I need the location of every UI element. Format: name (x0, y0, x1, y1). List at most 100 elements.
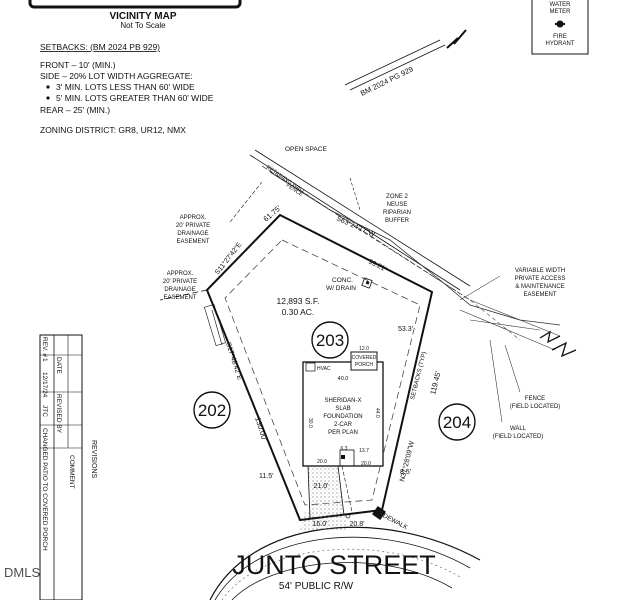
setback-side-b: 5' MIN. LOTS GREATER THAN 60' WIDE (56, 93, 214, 103)
drainage-1-line-4: EASEMENT (176, 239, 209, 245)
concrete-drain: CONC. W/ DRAIN (326, 277, 373, 292)
rev-by: JTC (41, 405, 48, 417)
house-line-5: PER PLAN (328, 430, 358, 436)
setback-front: FRONT – 10' (MIN.) (40, 60, 116, 70)
bearing-top-short: 61.75' (262, 203, 284, 223)
street-name: JUNTO STREET (232, 550, 436, 580)
porch-line-2: PORCH (355, 362, 373, 368)
drainage-2-line-1: APPROX. (167, 271, 194, 277)
open-space-label: OPEN SPACE (285, 146, 327, 153)
zone2-line-2: NEUSE (387, 202, 408, 208)
setback-rear: REAR – 25' (MIN.) (40, 105, 110, 115)
lot-202-number: 202 (198, 401, 226, 420)
legend-water-2: METER (550, 9, 572, 15)
legend-hydrant-1: FIRE (553, 34, 567, 40)
revisions-title: REVISIONS (90, 440, 97, 478)
legend-box: WATER METER FIRE HYDRANT (531, 0, 589, 55)
bearing-right-distance: 119.45' (428, 370, 443, 396)
bm-reference: BM 2024 PG 929 (344, 29, 467, 98)
dim-20-8: 20.8' (350, 521, 365, 528)
drainage-1-line-3: DRAINAGE (177, 231, 208, 237)
rev-header-num: REV. # (41, 337, 48, 357)
driveway: 21.0' (307, 465, 353, 519)
drain-icon (361, 277, 373, 289)
rev-num: 1 (41, 358, 48, 362)
access-line-2: PRIVATE ACCESS (515, 276, 566, 282)
dim-6-3: 6.3 (341, 446, 348, 452)
dim-11-5: 11.5' (259, 473, 273, 480)
setback-notes: SETBACKS: (BM 2024 PB 929) FRONT – 10' (… (40, 42, 214, 135)
lot-area-sf: 12,893 S.F. (276, 296, 319, 306)
fence-field-label: FENCE (FIELD LOCATED) (504, 344, 561, 410)
dim-53-3: 53.3' (398, 326, 413, 333)
covered-porch (350, 351, 378, 371)
drainage-1-line-1: APPROX. (180, 215, 207, 221)
drainage-easement-label-1: APPROX. 20' PRIVATE DRAINAGE EASEMENT (176, 215, 210, 245)
house-line-1: SHERIDAN-X (324, 398, 361, 404)
bearing-top-distance: 99.21' (367, 259, 387, 274)
revisions-block: REVISIONS REV. # 1 DATE 12/17/24 REVISED… (39, 334, 97, 600)
house-line-2: SLAB (335, 406, 350, 412)
drainage-1-line-2: 20' PRIVATE (176, 223, 210, 229)
setback-side-a: 3' MIN. LOTS LESS THAN 60' WIDE (56, 82, 195, 92)
drainage-2-line-2: 20' PRIVATE (163, 279, 197, 285)
access-easement-label: VARIABLE WIDTH PRIVATE ACCESS & MAINTENA… (459, 268, 566, 301)
lot-203-number: 203 (316, 331, 344, 350)
lot-204-number: 204 (443, 413, 471, 432)
wall-field-line-1: WALL (510, 426, 527, 432)
curb-line (231, 562, 453, 600)
setback-side: SIDE – 20% LOT WIDTH AGGREGATE: (40, 71, 193, 81)
water-meter-icon (372, 506, 386, 520)
rev-date: 12/17/24 (41, 372, 48, 398)
legend-water-1: WATER (550, 2, 572, 8)
dim-12-0: 12.0 (359, 346, 369, 352)
vicinity-map-frame (28, 0, 242, 9)
break-mark-icon (446, 29, 467, 49)
bearing-top: S63°24'17"W (335, 215, 376, 239)
dim-40-0: 40.0 (338, 376, 349, 382)
drainage-2-line-3: DRAINAGE (164, 287, 195, 293)
hvac-label: HVAC (317, 366, 331, 372)
dim-21-0: 21.0' (314, 483, 329, 490)
dim-44-0: 44.0 (374, 408, 380, 418)
conc-drain-line-1: CONC. (332, 277, 353, 284)
fence-field-line-2: (FIELD LOCATED) (510, 404, 561, 410)
zone2-line-3: RIPARIAN (383, 210, 411, 216)
access-line-1: VARIABLE WIDTH (515, 268, 565, 274)
dim-20-0-b: 20.0 (361, 461, 371, 467)
house-footprint: COVERED PORCH 12.0 HVAC 40.0 44.0 30.0 S… (302, 346, 384, 467)
wall-field-line-2: (FIELD LOCATED) (493, 434, 544, 440)
setbacks-header: SETBACKS: (BM 2024 PB 929) (40, 42, 160, 52)
rev-comment: CHANGED PATIO TO COVERED PORCH (41, 428, 48, 551)
bearing-right: N37°28'09"W (398, 440, 416, 483)
legend-hydrant-2: HYDRANT (545, 41, 574, 47)
street-row: 54' PUBLIC R/W (279, 581, 354, 592)
rev-header-by: REVISED BY (55, 394, 62, 434)
vicinity-map-title: VICINITY MAP (109, 11, 176, 22)
drainage-easement-label-2: APPROX. 20' PRIVATE DRAINAGE EASEMENT (163, 271, 197, 301)
house-outline (302, 361, 384, 467)
dim-20-0-a: 20.0 (317, 459, 327, 465)
dim-16-0: 16.0' (313, 521, 328, 528)
access-line-3: & MAINTENANCE (515, 284, 564, 290)
bearing-left-distance: 130.00' (253, 416, 269, 442)
lot-203-badge: 203 (311, 321, 349, 359)
zoning-district: ZONING DISTRICT: GR8, UR12, NMX (40, 125, 186, 135)
house-line-4: 2-CAR (334, 422, 353, 428)
access-line-4: EASEMENT (523, 292, 556, 298)
zone2-line-1: ZONE 2 (386, 194, 408, 200)
bullet-icon (46, 85, 50, 89)
riparian-buffer-label: ZONE 2 NEUSE RIPARIAN BUFFER (383, 194, 411, 224)
front-entry (339, 449, 355, 467)
lot-203-boundary (159, 213, 434, 522)
rev-header-comment: COMMENT (68, 455, 75, 489)
fence-field-line-1: FENCE (525, 396, 545, 402)
dim-13-7: 13.7 (359, 448, 369, 454)
fire-hydrant-icon (555, 20, 565, 28)
wall-field-label: WALL (FIELD LOCATED) (489, 339, 544, 440)
vicinity-map: VICINITY MAP Not To Scale (28, 0, 242, 30)
dim-8-5: 8.5' (400, 469, 411, 476)
porch-line-1: COVERED (352, 355, 377, 361)
lot-area-ac: 0.30 AC. (282, 307, 315, 317)
